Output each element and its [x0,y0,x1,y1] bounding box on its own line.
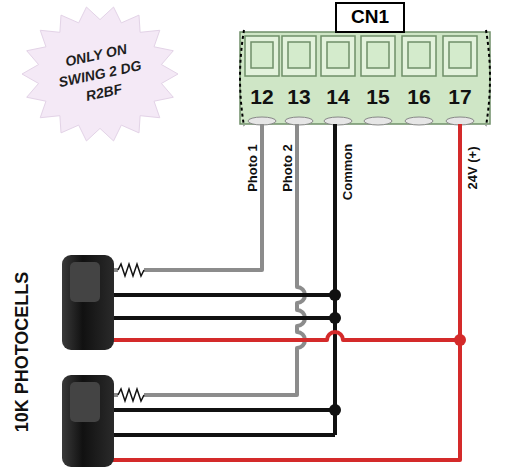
note-starburst: ONLY ON SWING 2 DG R2BF [20,4,180,144]
common-wire [333,124,337,435]
signal-name: Photo 2 [281,144,294,192]
junction-dots [329,289,466,416]
device-label: 10K PHOTOCELLS [13,272,31,433]
supply-branch [112,332,460,340]
resistor-symbol [118,262,144,403]
signal-name: Common [341,144,354,200]
connector-name: CN1 [351,6,389,29]
photo2-wire [112,124,305,395]
terminal-number: 13 [287,86,310,107]
terminal-block [240,30,490,126]
terminal-number: 17 [448,86,471,107]
connector-title-box: CN1 [335,2,405,33]
photocell [62,255,114,467]
supply-wire [112,124,460,460]
signal-name: Photo 1 [246,144,259,192]
terminal-number: 16 [407,86,430,107]
terminal-number: 15 [366,86,389,107]
terminal-number: 14 [326,86,349,107]
terminal-number: 12 [250,86,273,107]
common-branches [112,295,335,435]
wires [112,124,460,460]
signal-name: 24V (+) [466,147,479,190]
photo1-wire [112,124,262,270]
